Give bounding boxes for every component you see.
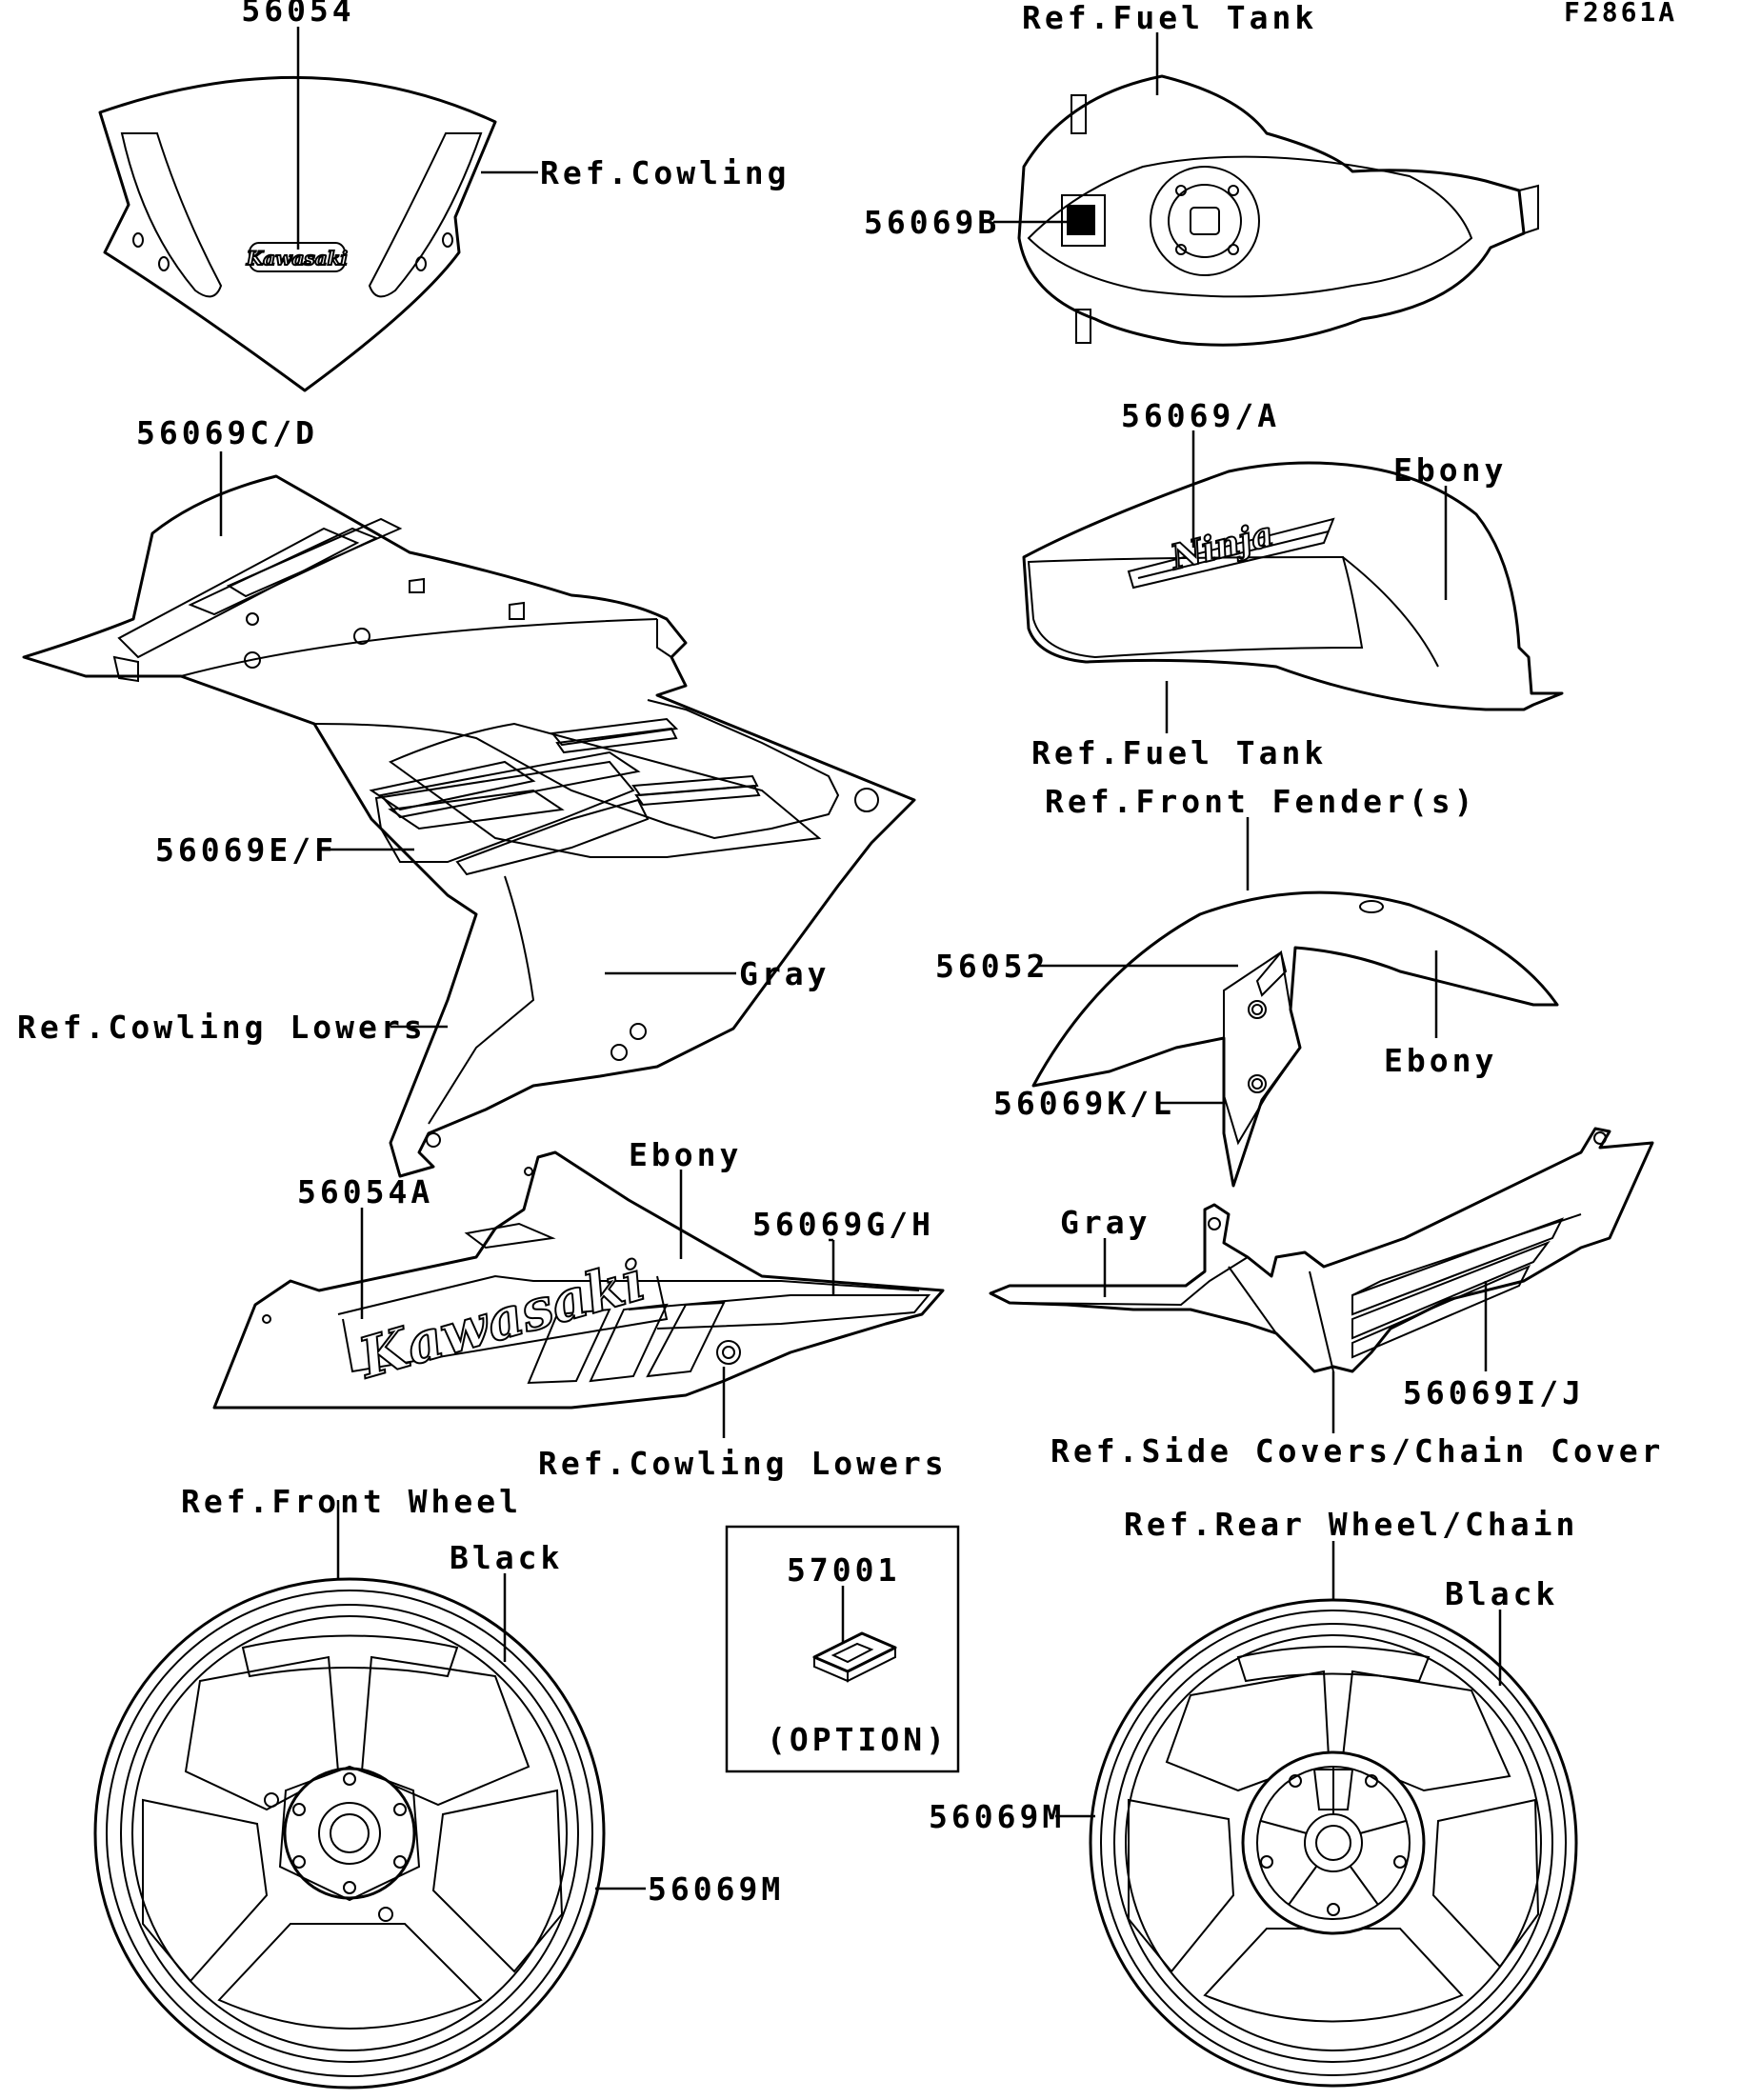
side-covers xyxy=(989,1127,1654,1373)
leader-56069gh xyxy=(829,1238,835,1295)
label-56069b: 56069B xyxy=(864,204,1000,241)
label-56054a: 56054A xyxy=(297,1173,433,1210)
label-56069cd: 56069C/D xyxy=(136,414,318,451)
figure-code: F2861A xyxy=(1564,0,1677,28)
label-56069ij: 56069I/J xyxy=(1403,1374,1585,1411)
label-56069ef: 56069E/F xyxy=(155,831,337,869)
label-ebony-lower: Ebony xyxy=(629,1136,742,1173)
label-57001: 57001 xyxy=(787,1551,900,1589)
label-gray-side: Gray xyxy=(1060,1204,1151,1241)
front-fender xyxy=(1031,890,1559,1188)
label-gray-cowling: Gray xyxy=(739,955,830,992)
label-ref-fuel-tank-top: Ref.Fuel Tank xyxy=(1022,0,1317,36)
label-black-front: Black xyxy=(450,1539,563,1576)
label-ref-rear-wheel: Ref.Rear Wheel/Chain xyxy=(1124,1506,1578,1543)
label-ref-cowling: Ref.Cowling xyxy=(540,154,790,191)
label-56054: 56054 xyxy=(241,0,354,29)
windscreen-logo: Kawasaki xyxy=(246,247,348,270)
fuel-tank-top xyxy=(1017,74,1539,347)
label-ref-front-fender: Ref.Front Fender(s) xyxy=(1045,783,1477,820)
label-56069gh: 56069G/H xyxy=(752,1206,934,1243)
label-ref-side-covers: Ref.Side Covers/Chain Cover xyxy=(1051,1432,1664,1470)
label-56069a: 56069/A xyxy=(1121,397,1280,434)
label-56052: 56052 xyxy=(935,948,1049,985)
front-wheel xyxy=(93,1577,606,2090)
label-ebony-tank: Ebony xyxy=(1393,451,1507,489)
label-ref-fuel-tank-side: Ref.Fuel Tank xyxy=(1031,734,1327,771)
rear-wheel xyxy=(1089,1598,1578,2088)
label-ref-cowling-lowers-left: Ref.Cowling Lowers xyxy=(17,1009,427,1046)
label-56069m-rear: 56069M xyxy=(929,1798,1065,1835)
label-black-rear: Black xyxy=(1445,1575,1558,1612)
upper-cowling xyxy=(22,474,916,1178)
label-56069m-front: 56069M xyxy=(648,1870,784,1908)
cowling-lower: Kawasaki xyxy=(212,1150,945,1410)
label-option: (OPTION) xyxy=(767,1721,949,1758)
label-ref-front-wheel: Ref.Front Wheel xyxy=(181,1483,522,1520)
option-box xyxy=(725,1525,960,1773)
fuel-tank-side: Ninja xyxy=(1022,461,1564,711)
label-56069kl: 56069K/L xyxy=(993,1085,1175,1122)
label-ebony-fender: Ebony xyxy=(1384,1042,1497,1079)
label-ref-cowling-lowers-bottom: Ref.Cowling Lowers xyxy=(538,1445,948,1482)
